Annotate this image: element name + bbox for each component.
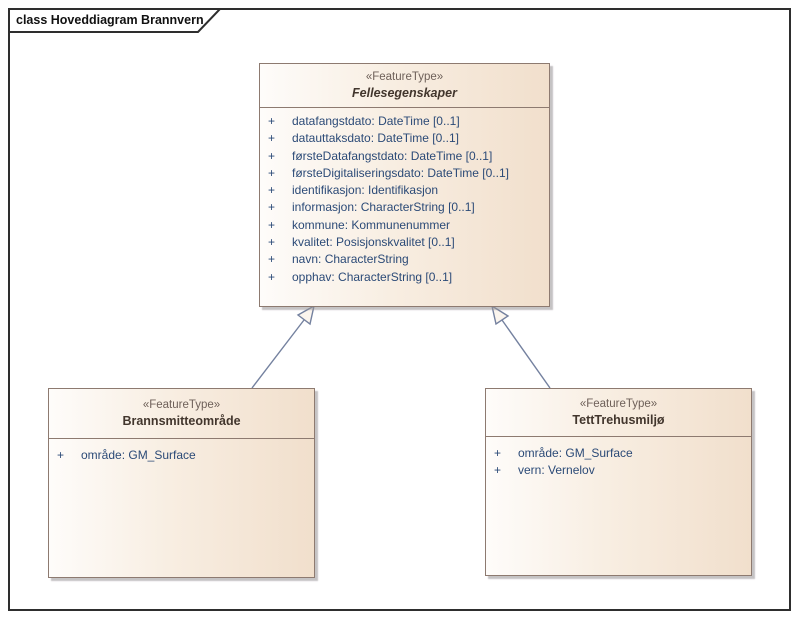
- class-name: TettTrehusmiljø: [572, 413, 665, 427]
- attribute-text: identifikasjon: Identifikasjon: [292, 183, 439, 198]
- visibility: +: [268, 131, 276, 146]
- attributes-compartment[interactable]: + område: GM_Surface: [49, 439, 314, 464]
- visibility: +: [268, 269, 276, 284]
- attribute-row[interactable]: + kvalitet: Posisjonskvalitet [0..1]: [268, 234, 543, 251]
- generalization-triangle-icon: [296, 304, 316, 326]
- visibility: +: [268, 114, 276, 128]
- class-stereotype: «FeatureType»: [579, 398, 658, 410]
- diagram-frame: [8, 8, 791, 611]
- class-tetttrehusmiljo[interactable]: «FeatureType» TettTrehusmiljø + område: G…: [485, 388, 752, 576]
- attribute-row[interactable]: + område: GM_Surface: [57, 447, 308, 464]
- attribute-text: datafangstdato: DateTime [0..1]: [292, 114, 460, 128]
- class-stereotype: «FeatureType»: [142, 399, 221, 411]
- visibility: +: [494, 463, 502, 478]
- generalization-line[interactable]: [251, 319, 305, 389]
- attribute-row[interactable]: + opphav: CharacterString [0..1]: [268, 269, 543, 286]
- class-header[interactable]: «FeatureType» TettTrehusmiljø: [486, 389, 751, 437]
- attribute-text: område: GM_Surface: [518, 446, 633, 460]
- class-fellesegenskaper[interactable]: «FeatureType» Fellesegenskaper + datafang…: [259, 63, 550, 307]
- visibility: +: [268, 217, 276, 232]
- attribute-text: datauttaksdato: DateTime [0..1]: [292, 131, 459, 146]
- attribute-text: vern: Vernelov: [518, 463, 595, 478]
- generalization-tetttrehusmiljo-to-fellesegenskaper[interactable]: [490, 304, 551, 389]
- class-name: Fellesegenskaper: [352, 86, 457, 100]
- attribute-row[interactable]: + kommune: Kommunenummer: [268, 217, 543, 234]
- attribute-text: område: GM_Surface: [81, 448, 196, 462]
- attribute-text: førsteDigitaliseringsdato: DateTime [0..…: [292, 165, 509, 180]
- attribute-text: opphav: CharacterString [0..1]: [292, 269, 453, 284]
- visibility: +: [268, 200, 276, 215]
- attribute-row[interactable]: + førsteDigitaliseringsdato: DateTime [0.…: [268, 165, 543, 182]
- visibility: +: [57, 448, 65, 462]
- attribute-row[interactable]: + område: GM_Surface: [494, 445, 745, 462]
- visibility: +: [268, 165, 276, 180]
- frame-tab: [8, 8, 223, 33]
- attribute-row[interactable]: + førsteDatafangstdato: DateTime [0..1]: [268, 148, 543, 165]
- class-brannsmitteomrade[interactable]: «FeatureType» Brannsmitteområde + område:…: [48, 388, 315, 578]
- attribute-row[interactable]: + navn: CharacterString: [268, 251, 543, 268]
- class-header[interactable]: «FeatureType» Brannsmitteområde: [49, 389, 314, 439]
- class-header[interactable]: «FeatureType» Fellesegenskaper: [260, 64, 549, 108]
- attribute-text: navn: CharacterString: [292, 252, 409, 267]
- attribute-row[interactable]: + datauttaksdato: DateTime [0..1]: [268, 130, 543, 147]
- attribute-text: informasjon: CharacterString [0..1]: [292, 200, 475, 215]
- attributes-compartment[interactable]: + område: GM_Surface + vern: Vernelov: [486, 437, 751, 480]
- visibility: +: [268, 148, 276, 163]
- class-name: Brannsmitteområde: [122, 414, 241, 428]
- attribute-row[interactable]: + datafangstdato: DateTime [0..1]: [268, 113, 543, 130]
- attribute-row[interactable]: + informasjon: CharacterString [0..1]: [268, 199, 543, 216]
- attribute-text: kvalitet: Posisjonskvalitet [0..1]: [292, 235, 455, 250]
- class-stereotype: «FeatureType»: [365, 71, 444, 83]
- generalization-triangle-icon: [490, 304, 510, 326]
- visibility: +: [494, 446, 502, 460]
- attribute-row[interactable]: + vern: Vernelov: [494, 462, 745, 479]
- attribute-text: kommune: Kommunenummer: [292, 217, 451, 232]
- generalization-brannsmitteomrade-to-fellesegenskaper[interactable]: [251, 304, 316, 389]
- frame-tab-label: class Hoveddiagram Brannvern: [16, 13, 204, 27]
- visibility: +: [268, 183, 276, 198]
- visibility: +: [268, 235, 276, 250]
- attribute-row[interactable]: + identifikasjon: Identifikasjon: [268, 182, 543, 199]
- attribute-text: førsteDatafangstdato: DateTime [0..1]: [292, 148, 493, 163]
- visibility: +: [268, 252, 276, 267]
- generalization-line[interactable]: [501, 319, 551, 389]
- attributes-compartment[interactable]: + datafangstdato: DateTime [0..1] + dataut…: [260, 108, 549, 286]
- frame-tab-shape: [8, 8, 223, 33]
